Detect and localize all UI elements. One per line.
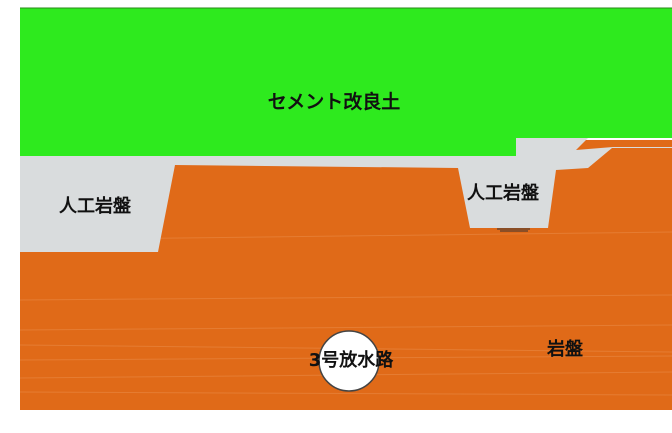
left-margin <box>0 0 20 433</box>
label-discharge-channel: 3号放水路 <box>309 349 395 371</box>
label-artificial-rock-left: 人工岩盤 <box>59 195 132 217</box>
artificial-rock-layer <box>20 138 672 252</box>
label-bedrock: 岩盤 <box>546 338 584 360</box>
label-artificial-rock-right: 人工岩盤 <box>467 182 540 204</box>
discharge-channel-tunnel <box>318 330 380 392</box>
hatch-mark <box>497 228 530 232</box>
label-cement-improved-soil: セメント改良土 <box>268 90 401 113</box>
cement-improved-soil-layer <box>20 8 672 156</box>
